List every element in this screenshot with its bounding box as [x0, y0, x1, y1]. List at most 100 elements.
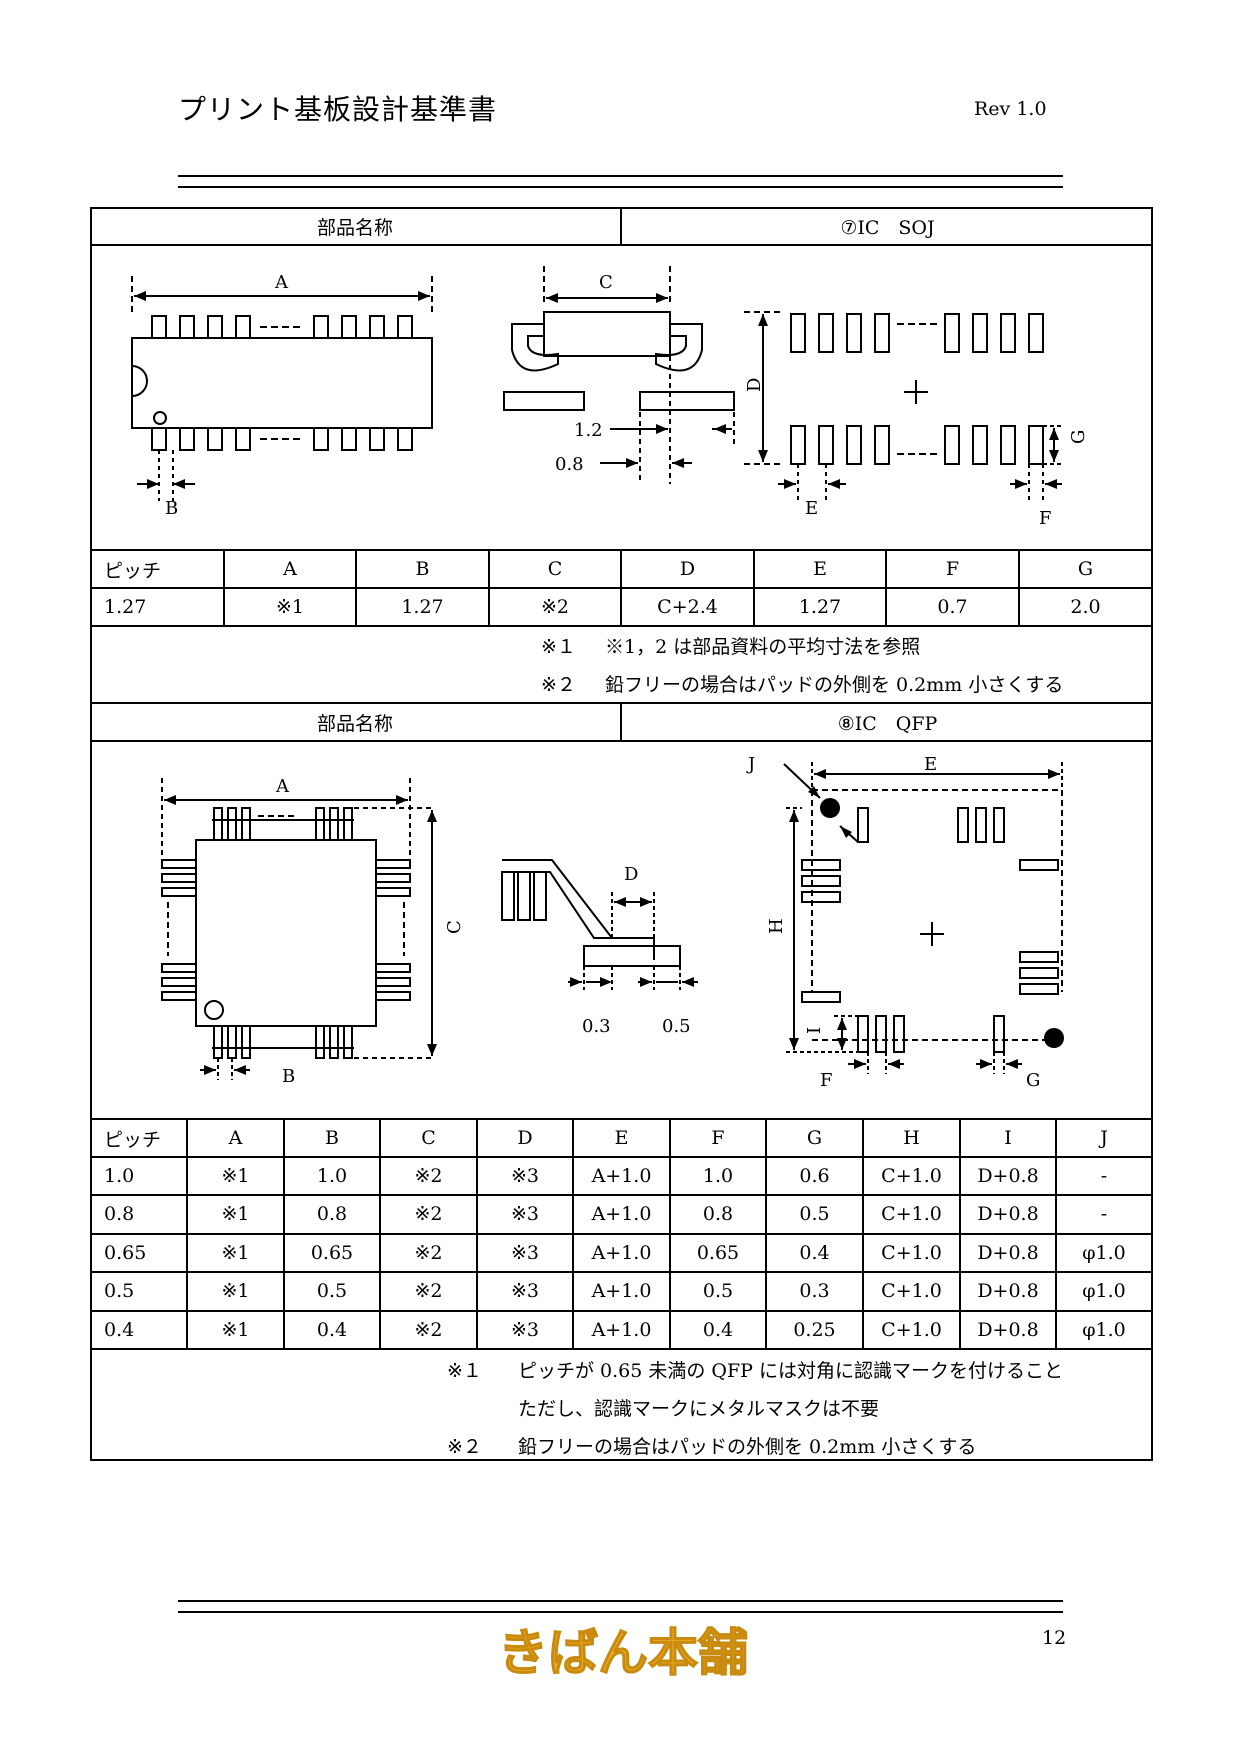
- qfp-note-mark-3: ※２: [447, 1436, 482, 1458]
- qfp-name-label: 部品名称: [316, 712, 393, 735]
- qfp-note-text-2: ただし、認識マークにメタルマスクは不要: [518, 1398, 880, 1420]
- qfp-note-mark-1: ※１: [447, 1360, 482, 1382]
- qfp-cell: ※3: [510, 1165, 539, 1187]
- soj-label-a: A: [274, 272, 289, 293]
- qfp-label-f: F: [820, 1070, 833, 1091]
- page-number: 12: [1042, 1627, 1067, 1649]
- qfp-cell: ※2: [414, 1319, 443, 1341]
- qfp-dim-0-5: 0.5: [662, 1016, 691, 1037]
- qfp-col-header: G: [806, 1127, 823, 1149]
- qfp-cell: D+0.8: [977, 1280, 1039, 1302]
- soj-note-text-2: 鉛フリーの場合はパッドの外側を 0.2mm 小さくする: [605, 674, 1064, 696]
- qfp-col-header: A: [228, 1127, 243, 1149]
- qfp-note-text-1: ピッチが 0.65 未満の QFP には対角に認識マークを付けること: [518, 1360, 1064, 1382]
- qfp-cell: ※2: [414, 1165, 443, 1187]
- qfp-cell: 0.5: [799, 1203, 830, 1225]
- soj-cell: 2.0: [1070, 596, 1101, 618]
- soj-label-f: F: [1039, 508, 1052, 529]
- qfp-label-h: H: [766, 918, 787, 934]
- soj-side-lead-right: [655, 323, 703, 372]
- soj-label-e: E: [805, 498, 818, 519]
- soj-note-text-1: ※1，2 は部品資料の平均寸法を参照: [605, 636, 921, 658]
- qfp-cell: ※1: [221, 1319, 250, 1341]
- qfp-col-header: F: [711, 1127, 725, 1149]
- qfp-cell: ※3: [510, 1203, 539, 1225]
- soj-name-label: 部品名称: [316, 216, 393, 239]
- qfp-cell: A+1.0: [591, 1242, 652, 1264]
- qfp-cell: ※3: [510, 1319, 539, 1341]
- logo-text: きばん本舗: [498, 1623, 748, 1680]
- qfp-label-g: G: [1026, 1070, 1040, 1091]
- qfp-label-b: B: [282, 1066, 295, 1087]
- qfp-col-header: J: [1100, 1127, 1108, 1149]
- qfp-col-header: E: [614, 1127, 629, 1149]
- qfp-cell: C+1.0: [881, 1165, 942, 1187]
- qfp-cell: 0.8: [104, 1203, 135, 1225]
- qfp-cell: ※2: [414, 1242, 443, 1264]
- soj-note-mark-2: ※２: [541, 674, 576, 696]
- soj-label-c: C: [599, 272, 613, 293]
- soj-cell: 0.7: [937, 596, 968, 618]
- qfp-cell: 1.0: [316, 1165, 348, 1187]
- qfp-label-e: E: [924, 754, 937, 775]
- soj-diagram: A B C D E F G 1.2 0.8: [131, 266, 1089, 529]
- soj-label-g: G: [1068, 430, 1089, 444]
- qfp-cell: φ1.0: [1082, 1319, 1126, 1341]
- qfp-cell: 0.5: [104, 1280, 135, 1302]
- qfp-cell: 0.4: [702, 1319, 734, 1341]
- qfp-fiducial-top-left: [820, 798, 840, 818]
- qfp-cell: -: [1100, 1165, 1108, 1187]
- qfp-label-c: C: [444, 920, 465, 934]
- soj-cell: ※1: [275, 596, 304, 618]
- header-rule-bottom: [178, 186, 1063, 188]
- soj-col-a: A: [283, 558, 297, 580]
- soj-col-c: C: [547, 558, 563, 580]
- soj-col-b: B: [415, 558, 430, 580]
- soj-cell: ※2: [540, 596, 569, 618]
- qfp-cell: D+0.8: [977, 1242, 1039, 1264]
- qfp-cell: C+1.0: [881, 1203, 942, 1225]
- soj-col-e: E: [813, 558, 827, 580]
- qfp-cell: 0.3: [799, 1280, 830, 1302]
- qfp-cell: A+1.0: [591, 1280, 652, 1302]
- qfp-cell: 1.0: [104, 1165, 135, 1187]
- header-rule-top: [178, 175, 1063, 177]
- soj-cell: 1.27: [104, 596, 147, 618]
- soj-name-split: [620, 207, 622, 245]
- qfp-cell: 0.5: [316, 1280, 348, 1302]
- soj-side-body: [543, 311, 671, 357]
- soj-col-g: G: [1077, 558, 1094, 580]
- soj-col-pitch: ピッチ: [104, 559, 162, 582]
- qfp-cell: -: [1100, 1203, 1108, 1225]
- soj-label-d: D: [744, 378, 765, 392]
- qfp-cell: D+0.8: [977, 1203, 1039, 1225]
- qfp-col-header: D: [517, 1127, 533, 1149]
- qfp-cell: 0.4: [104, 1319, 135, 1341]
- qfp-cell: A+1.0: [591, 1203, 652, 1225]
- soj-notch: [131, 365, 148, 397]
- qfp-cell: 0.6: [799, 1165, 830, 1187]
- soj-dim-1-2: 1.2: [574, 420, 603, 441]
- soj-col-f: F: [945, 558, 960, 580]
- qfp-pin1-dot: [204, 1000, 224, 1020]
- qfp-dim-0-3: 0.3: [582, 1016, 611, 1037]
- qfp-label-j: J: [746, 754, 755, 775]
- revision-label: Rev 1.0: [974, 98, 1047, 120]
- qfp-cell: A+1.0: [591, 1165, 652, 1187]
- qfp-name-value: ⑧IC QFP: [837, 712, 938, 735]
- qfp-cell: D+0.8: [977, 1319, 1039, 1341]
- qfp-col-header: I: [1004, 1127, 1012, 1149]
- qfp-cell: 0.25: [793, 1319, 836, 1341]
- soj-dim-0-8: 0.8: [555, 454, 584, 475]
- qfp-cell: ※2: [414, 1280, 443, 1302]
- qfp-cell: A+1.0: [591, 1319, 652, 1341]
- qfp-cell: 0.5: [702, 1280, 734, 1302]
- qfp-cell: φ1.0: [1082, 1280, 1126, 1302]
- soj-name-divider: [90, 244, 1153, 246]
- qfp-cell: φ1.0: [1082, 1242, 1126, 1264]
- soj-side-lead-left: [511, 323, 559, 372]
- qfp-cell: 0.8: [702, 1203, 734, 1225]
- qfp-cell: 0.4: [316, 1319, 348, 1341]
- qfp-cell: D+0.8: [977, 1165, 1039, 1187]
- qfp-cell: ※2: [414, 1203, 443, 1225]
